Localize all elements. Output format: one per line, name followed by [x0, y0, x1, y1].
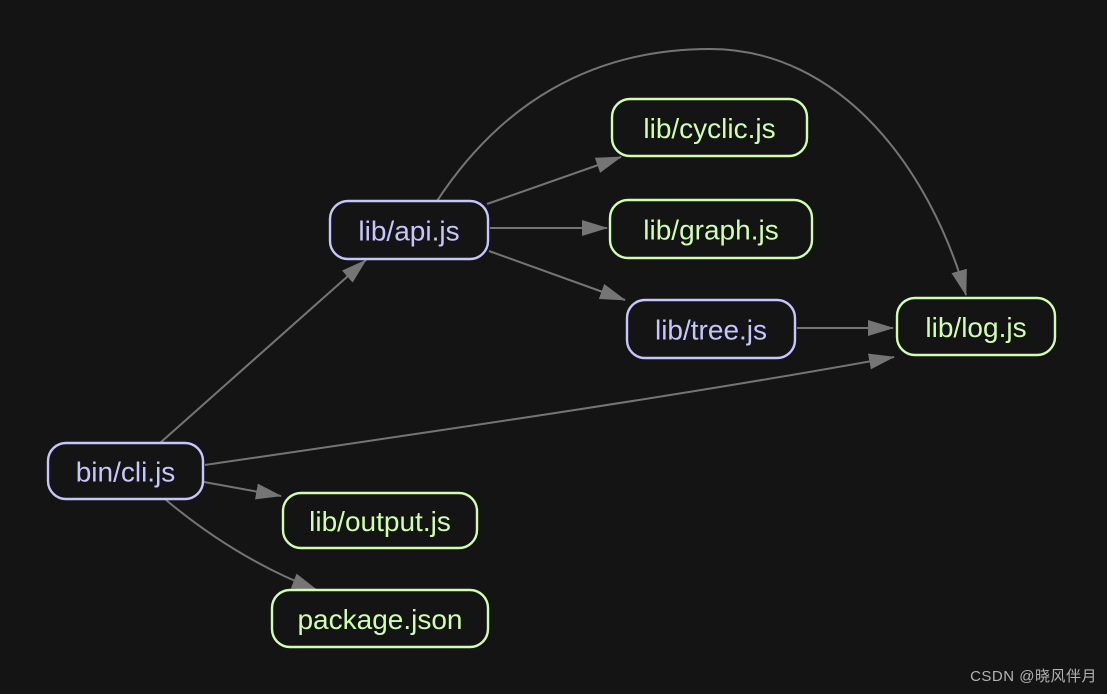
edge-bin-cli-js-to-package-json — [165, 499, 318, 591]
edge-bin-cli-js-to-lib-output-js — [203, 481, 282, 500]
node-box-lib-tree-js — [625, 298, 797, 360]
node-label-package-json: package.json — [297, 604, 462, 635]
node-lib-graph-js: lib/graph.js — [608, 198, 814, 260]
node-box-bin-cli-js — [46, 441, 205, 501]
node-label-lib-api-js: lib/api.js — [358, 216, 459, 247]
edge-lib-api-js-to-lib-tree-js — [488, 250, 626, 301]
node-bin-cli-js: bin/cli.js — [46, 441, 205, 501]
node-lib-tree-js: lib/tree.js — [625, 298, 797, 360]
node-box-lib-log-js — [895, 296, 1057, 357]
node-label-lib-tree-js: lib/tree.js — [655, 315, 767, 346]
node-label-lib-cyclic-js: lib/cyclic.js — [643, 113, 775, 144]
node-box-lib-output-js — [281, 491, 479, 550]
edges-layer — [159, 47, 967, 591]
nodes-layer: bin/cli.js lib/api.js lib/cyclic.js lib/gra… — [46, 97, 1057, 649]
edge-bin-cli-js-to-lib-api-js — [159, 259, 367, 444]
node-label-lib-output-js: lib/output.js — [309, 506, 451, 537]
node-lib-output-js: lib/output.js — [281, 491, 479, 550]
node-lib-api-js: lib/api.js — [328, 199, 490, 261]
node-box-lib-api-js — [328, 199, 490, 261]
node-box-lib-graph-js — [608, 198, 814, 260]
edge-lib-api-js-to-lib-log-js — [436, 47, 967, 296]
node-box-package-json — [270, 588, 490, 649]
node-label-lib-log-js: lib/log.js — [925, 312, 1026, 343]
edge-lib-api-js-to-lib-cyclic-js — [486, 156, 622, 205]
node-box-lib-cyclic-js — [610, 97, 809, 158]
node-label-lib-graph-js: lib/graph.js — [643, 215, 778, 246]
node-label-bin-cli-js: bin/cli.js — [76, 457, 176, 488]
node-lib-log-js: lib/log.js — [895, 296, 1057, 357]
node-package-json: package.json — [270, 588, 490, 649]
node-lib-cyclic-js: lib/cyclic.js — [610, 97, 809, 158]
csdn-watermark: CSDN @晓风伴月 — [970, 668, 1097, 685]
edge-bin-cli-js-to-lib-log-js — [204, 353, 895, 466]
